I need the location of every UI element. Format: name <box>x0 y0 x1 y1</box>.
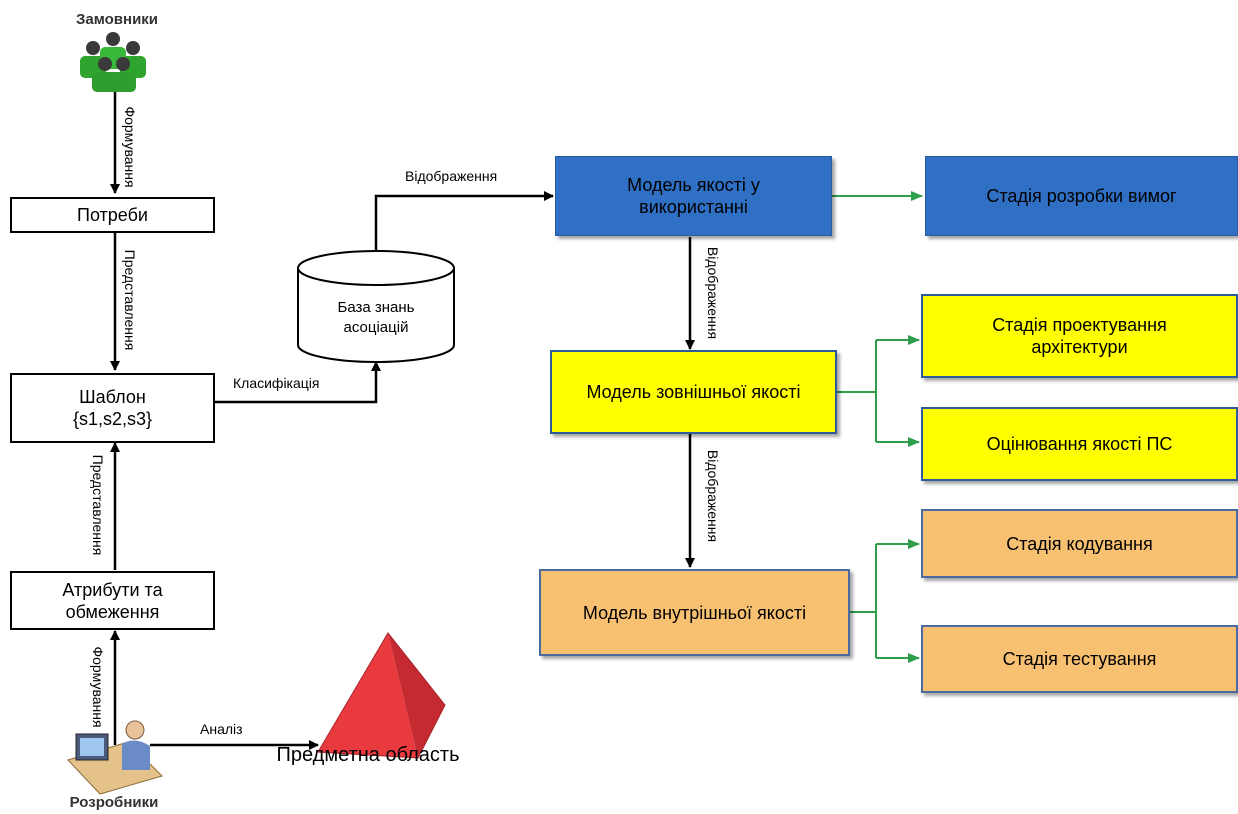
edge-label-analysis: Аналіз <box>200 721 243 737</box>
quality-assessment-box: Оцінювання якості ПС <box>921 407 1238 481</box>
requirements-stage-label: Стадія розробки вимог <box>986 186 1177 206</box>
developers-label: Розробники <box>69 794 159 811</box>
quality-in-use-label: Модель якості у використанні <box>627 175 760 217</box>
edge-label-mapping-mid: Відображення <box>705 246 721 340</box>
needs-label: Потреби <box>77 205 148 225</box>
edge-label-representation-top: Представлення <box>122 249 138 351</box>
internal-quality-label: Модель внутрішньої якості <box>582 602 807 623</box>
subject-area-label: Предметна область <box>276 744 460 766</box>
edge-label-classification: Класифікація <box>233 375 320 391</box>
needs-box: Потреби <box>10 197 215 233</box>
coding-stage-label: Стадія кодування <box>1006 533 1153 554</box>
database-cylinder <box>297 250 455 363</box>
template-label: Шаблон {s1,s2,s3} <box>72 387 153 429</box>
developers-icon <box>67 720 163 795</box>
attributes-box: Атрибути та обмеження <box>10 571 215 630</box>
template-box: Шаблон {s1,s2,s3} <box>10 373 215 443</box>
external-quality-label: Модель зовнішньої якості <box>586 382 801 402</box>
customers-label: Замовники <box>75 11 159 28</box>
knowledge-base-box: База знань асоціацій <box>298 290 454 346</box>
testing-stage-box: Стадія тестування <box>921 625 1238 693</box>
customers-icon <box>80 32 146 92</box>
testing-stage-label: Стадія тестування <box>1002 649 1157 669</box>
knowledge-base-label: База знань асоціацій <box>337 299 415 336</box>
edge-label-formation-top: Формування <box>122 106 138 188</box>
edge-label-mapping-top: Відображення <box>405 168 498 184</box>
edge-label-mapping-low: Відображення <box>705 449 721 543</box>
architecture-stage-label: Стадія проектування архітектури <box>992 315 1167 357</box>
pyramid-icon <box>317 632 446 759</box>
arrow-knowledge-base-to-quality-in-use <box>374 191 554 255</box>
quality-in-use-box: Модель якості у використанні <box>555 156 832 236</box>
arrow-template-to-knowledge-base <box>215 361 381 404</box>
coding-stage-box: Стадія кодування <box>921 509 1238 578</box>
attributes-label: Атрибути та обмеження <box>62 579 163 622</box>
internal-quality-box: Модель внутрішньої якості <box>539 569 850 656</box>
requirements-stage-box: Стадія розробки вимог <box>925 156 1238 236</box>
edge-label-formation-bottom: Формування <box>90 646 106 728</box>
quality-assessment-label: Оцінювання якості ПС <box>986 434 1173 454</box>
architecture-stage-box: Стадія проектування архітектури <box>921 294 1238 378</box>
external-quality-box: Модель зовнішньої якості <box>550 350 837 434</box>
edge-label-representation-bottom: Представлення <box>90 454 106 556</box>
